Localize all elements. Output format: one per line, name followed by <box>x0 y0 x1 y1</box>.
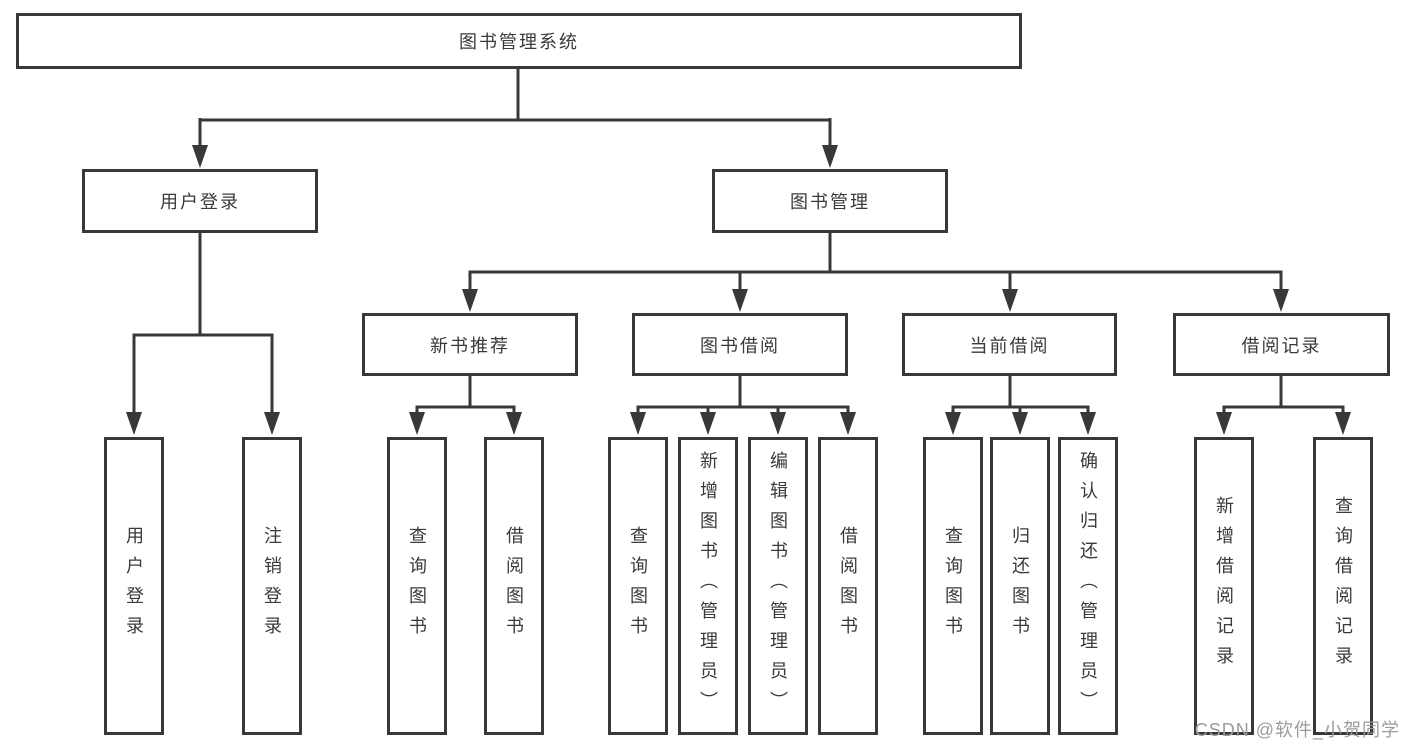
node-current-borrowing: 当前借阅 <box>902 313 1117 376</box>
leaf-query-borrow-record: 查询借阅记录 <box>1313 437 1373 735</box>
leaf-query-books-borrowing-label: 查询图书 <box>628 526 648 646</box>
node-new-book-recommendation: 新书推荐 <box>362 313 578 376</box>
node-book-management: 图书管理 <box>712 169 948 233</box>
leaf-query-books-current-label: 查询图书 <box>943 526 963 646</box>
leaf-add-borrow-record-label: 新增借阅记录 <box>1214 496 1234 676</box>
leaf-borrow-books-recommend-label: 借阅图书 <box>504 526 524 646</box>
leaf-logout-label: 注销登录 <box>262 526 282 646</box>
leaf-edit-book-admin-label: 编辑图书（管理员） <box>768 451 788 721</box>
leaf-query-books-current: 查询图书 <box>923 437 983 735</box>
leaf-query-borrow-record-label: 查询借阅记录 <box>1333 496 1353 676</box>
leaf-add-book-admin: 新增图书（管理员） <box>678 437 738 735</box>
node-borrowing-records: 借阅记录 <box>1173 313 1390 376</box>
leaf-return-books-label: 归还图书 <box>1010 526 1030 646</box>
leaf-edit-book-admin: 编辑图书（管理员） <box>748 437 808 735</box>
leaf-borrow-books-borrowing: 借阅图书 <box>818 437 878 735</box>
leaf-confirm-return-admin: 确认归还（管理员） <box>1058 437 1118 735</box>
watermark-text: CSDN @软件_小贺同学 <box>1194 720 1400 740</box>
node-book-borrowing: 图书借阅 <box>632 313 848 376</box>
leaf-user-login: 用户登录 <box>104 437 164 735</box>
leaf-query-books-borrowing: 查询图书 <box>608 437 668 735</box>
leaf-add-book-admin-label: 新增图书（管理员） <box>698 451 718 721</box>
leaf-query-books-recommend: 查询图书 <box>387 437 447 735</box>
leaf-borrow-books-recommend: 借阅图书 <box>484 437 544 735</box>
leaf-add-borrow-record: 新增借阅记录 <box>1194 437 1254 735</box>
leaf-query-books-recommend-label: 查询图书 <box>407 526 427 646</box>
leaf-user-login-label: 用户登录 <box>124 526 144 646</box>
leaf-borrow-books-borrowing-label: 借阅图书 <box>838 526 858 646</box>
leaf-confirm-return-admin-label: 确认归还（管理员） <box>1078 451 1098 721</box>
leaf-logout: 注销登录 <box>242 437 302 735</box>
node-user-login: 用户登录 <box>82 169 318 233</box>
leaf-return-books: 归还图书 <box>990 437 1050 735</box>
node-library-management-system: 图书管理系统 <box>16 13 1022 69</box>
